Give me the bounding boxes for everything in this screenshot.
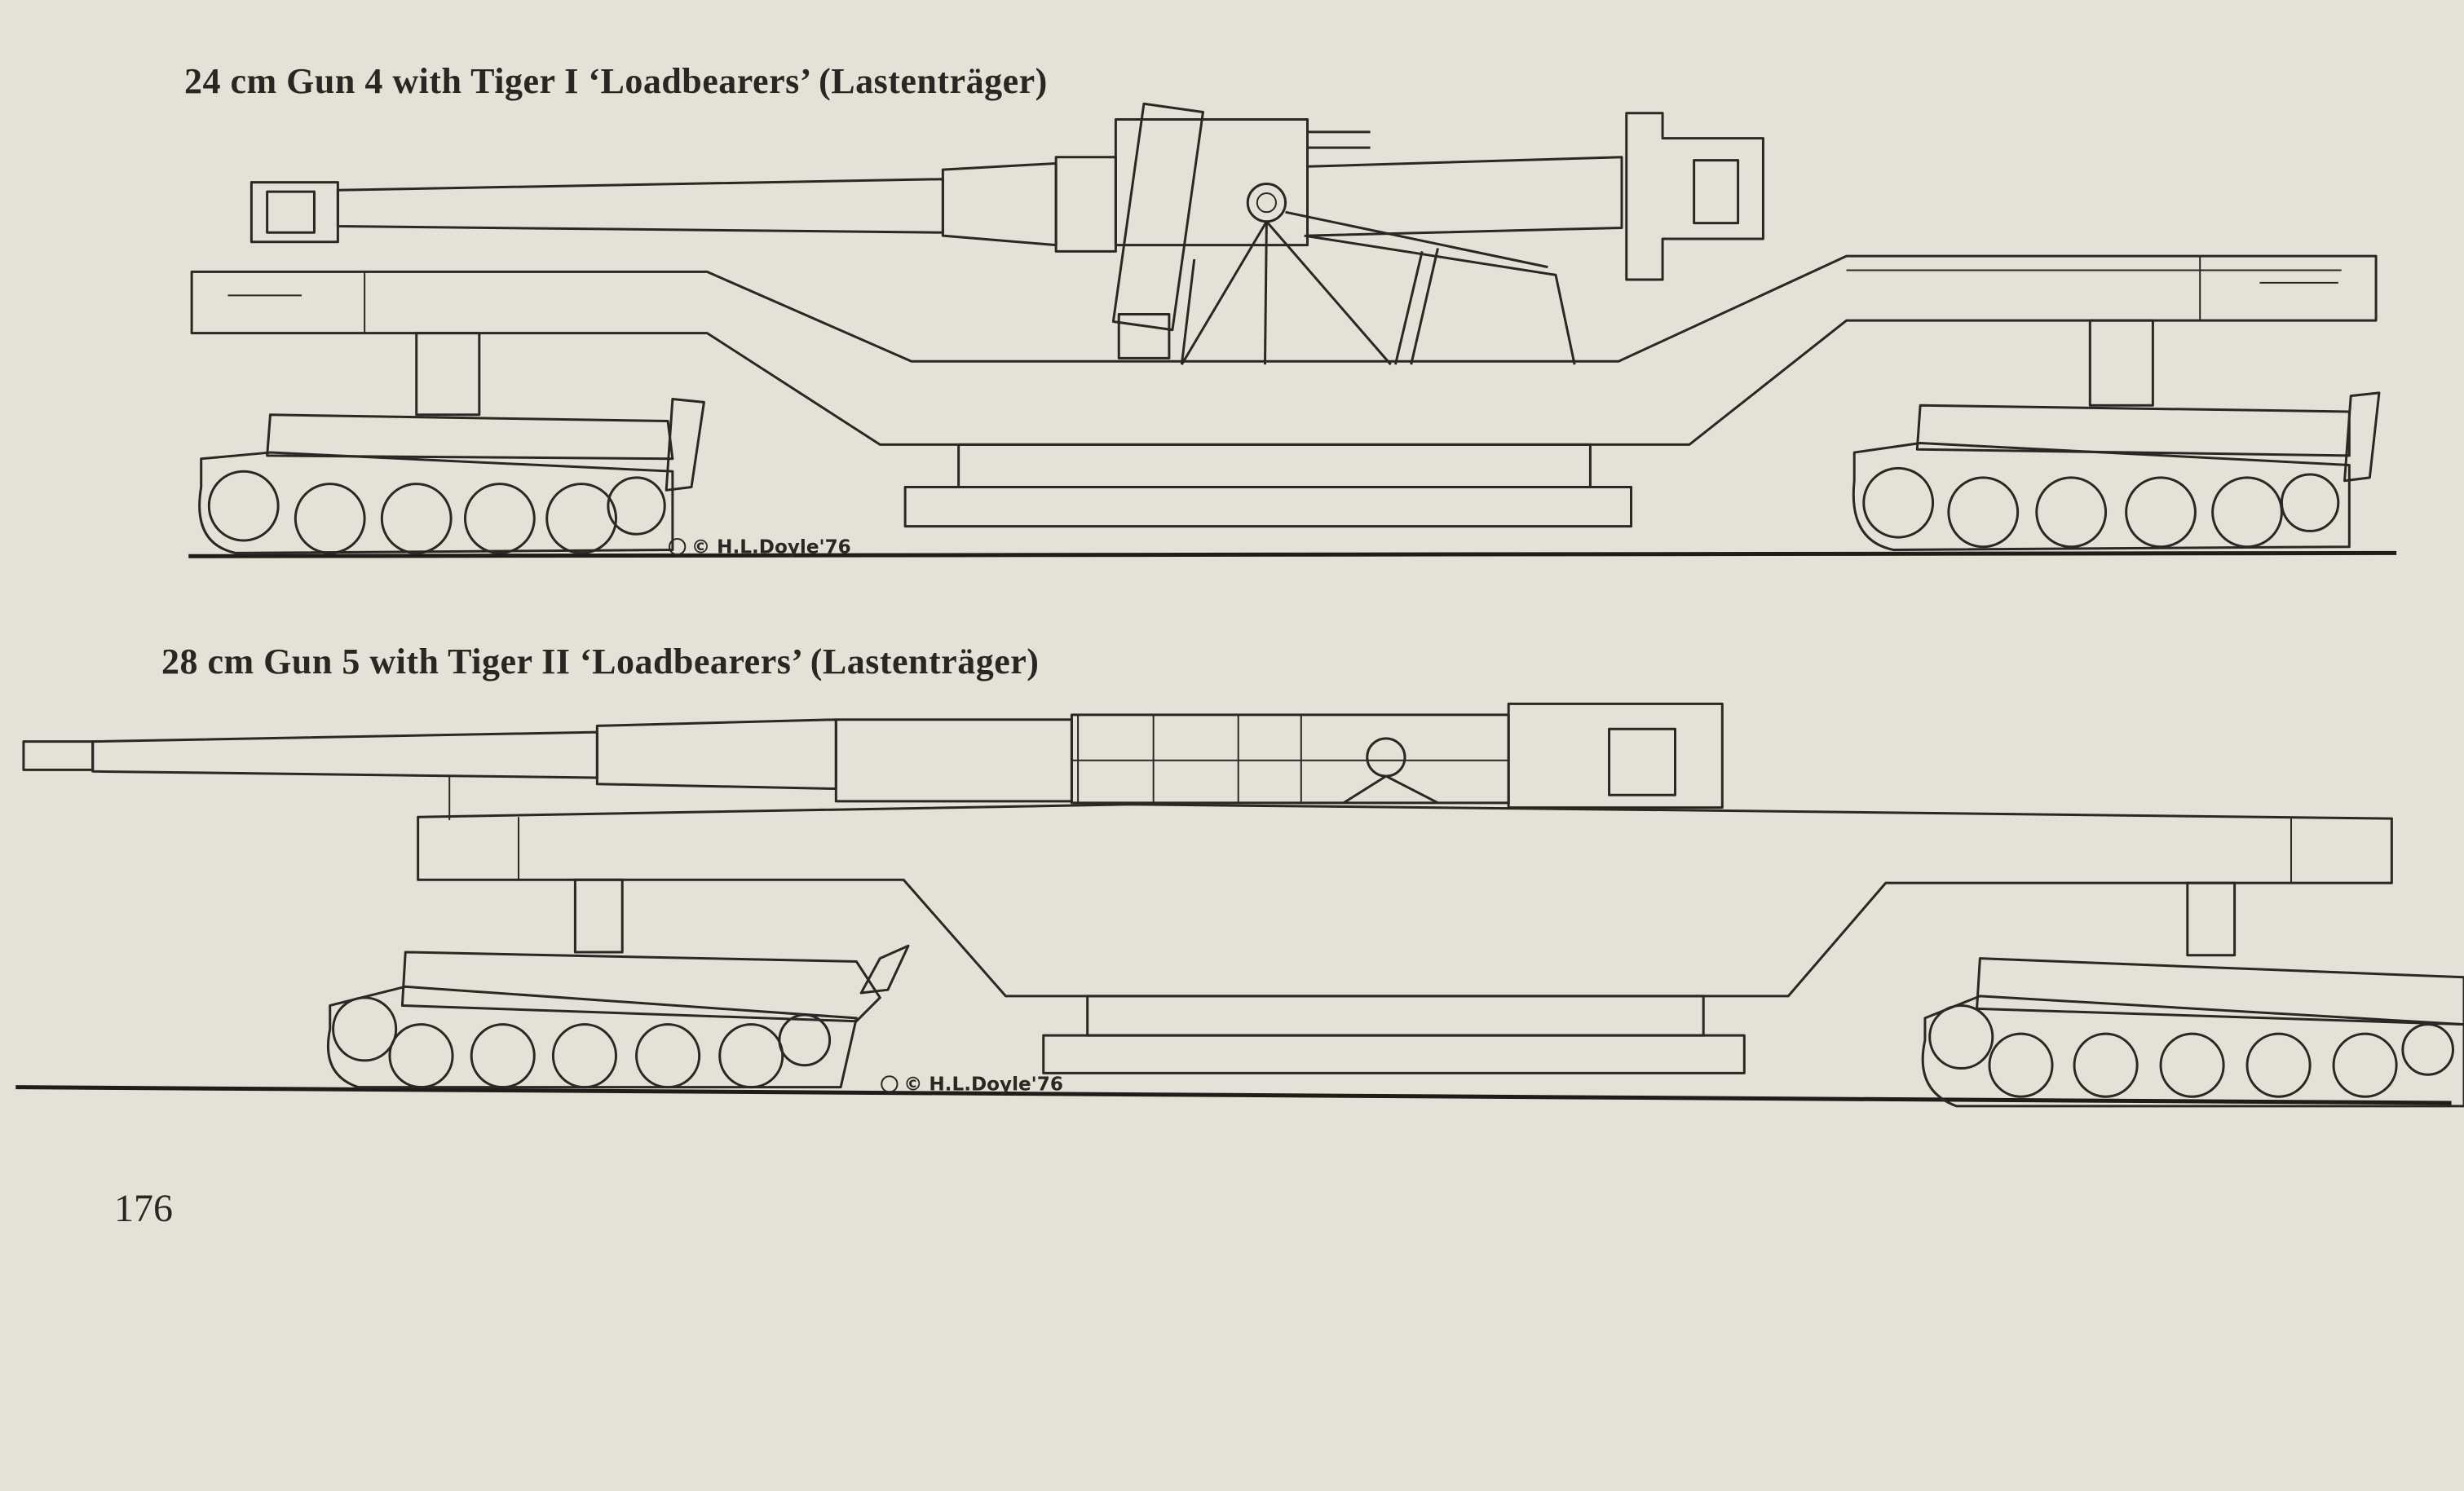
ground-line-1 bbox=[188, 553, 2396, 556]
gun-barrel-1 bbox=[251, 157, 1115, 252]
drawing-credit-1: © H.L.Doyle'76 bbox=[691, 536, 851, 558]
carriage-girder-1 bbox=[192, 256, 2376, 526]
figure-2-caption: 28 cm Gun 5 with Tiger II ‘Loadbearers’ … bbox=[161, 642, 1040, 682]
gun-cradle-1 bbox=[1113, 104, 1574, 364]
tiger-i-front-loadbearer bbox=[200, 333, 704, 554]
page-number: 176 bbox=[114, 1187, 173, 1230]
gun-barrel-2 bbox=[24, 720, 1072, 820]
figure-1-drawing: © H.L.Doyle'76 bbox=[188, 104, 2396, 558]
tiger-ii-rear-loadbearer bbox=[1923, 883, 2464, 1106]
figure-1-caption: 24 cm Gun 4 with Tiger I ‘Loadbearers’ (… bbox=[184, 61, 1048, 101]
ground-line-2 bbox=[15, 1087, 2451, 1103]
figure-2-drawing: © H.L.Doyle'76 bbox=[15, 704, 2464, 1105]
tiger-ii-front-loadbearer bbox=[328, 880, 908, 1087]
gun-cradle-2 bbox=[1071, 704, 1722, 807]
carriage-girder-2 bbox=[418, 805, 2392, 1074]
tiger-i-rear-loadbearer bbox=[1853, 320, 2379, 549]
breech-1 bbox=[1308, 113, 1764, 280]
drawing-credit-2: © H.L.Doyle'76 bbox=[903, 1074, 1063, 1096]
